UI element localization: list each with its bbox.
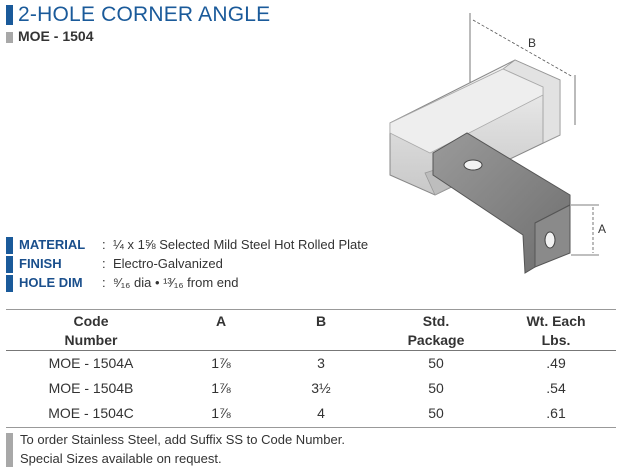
header-package-line1: Std. (422, 313, 450, 329)
note-stainless: To order Stainless Steel, add Suffix SS … (20, 432, 345, 447)
header-package: Std. Package (376, 312, 496, 350)
header-code: Code Number (6, 312, 176, 350)
subtitle-accent-bar (6, 32, 13, 43)
table-top-rule (6, 309, 616, 310)
cell-weight: .54 (546, 380, 566, 396)
spec-accent-bar (6, 275, 13, 292)
product-table: Code Number A B Std. Package Wt. Each Lb… (6, 312, 616, 426)
table-bottom-rule (6, 427, 616, 428)
spec-value: ⁹⁄₁₆ dia • ¹³⁄₁₆ from end (113, 275, 239, 290)
cell-code: MOE - 1504A (48, 355, 134, 371)
header-weight: Wt. Each Lbs. (496, 312, 616, 350)
table-header: Code Number A B Std. Package Wt. Each Lb… (6, 312, 616, 351)
spec-row-hole-dim: HOLE DIM : ⁹⁄₁₆ dia • ¹³⁄₁₆ from end (6, 274, 386, 293)
cell-b: 4 (317, 405, 325, 421)
dim-b-label: B (528, 36, 536, 50)
corner-angle-illustration: B A (389, 13, 606, 274)
note-special-sizes: Special Sizes available on request. (20, 451, 222, 466)
notes-accent-bar (6, 433, 13, 467)
title-accent-bar (6, 5, 13, 25)
cell-code: MOE - 1504B (48, 380, 134, 396)
cell-code: MOE - 1504C (48, 405, 134, 421)
dim-a-label: A (598, 222, 606, 236)
spec-value: Electro-Galvanized (113, 256, 223, 271)
spec-row-finish: FINISH : Electro-Galvanized (6, 255, 386, 274)
spec-colon: : (102, 275, 106, 290)
product-code: MOE - 1504 (18, 28, 94, 44)
header-a: A (215, 313, 227, 329)
cell-package: 50 (428, 380, 444, 396)
header-weight-line1: Wt. Each (526, 313, 586, 329)
page-title: 2-HOLE CORNER ANGLE (18, 3, 271, 26)
table-row: MOE - 1504A 1⅞ 3 50 .49 (6, 351, 616, 376)
header-package-line2: Package (407, 332, 465, 348)
spec-colon: : (102, 256, 106, 271)
spec-label: FINISH (19, 256, 62, 271)
header-weight-line2: Lbs. (541, 332, 571, 348)
table-row: MOE - 1504C 1⅞ 4 50 .61 (6, 401, 616, 426)
spec-colon: : (102, 237, 106, 252)
cell-weight: .61 (546, 405, 566, 421)
cell-a: 1⅞ (211, 380, 231, 396)
spec-label: MATERIAL (19, 237, 86, 252)
spec-list: MATERIAL : ¼ x 1⅝ Selected Mild Steel Ho… (6, 236, 386, 293)
cell-a: 1⅞ (211, 405, 231, 421)
spec-accent-bar (6, 256, 13, 273)
table-row: MOE - 1504B 1⅞ 3½ 50 .54 (6, 376, 616, 401)
spec-row-material: MATERIAL : ¼ x 1⅝ Selected Mild Steel Ho… (6, 236, 386, 255)
cell-b: 3 (317, 355, 325, 371)
cell-b: 3½ (311, 380, 331, 396)
header-b: B (315, 313, 327, 329)
cell-weight: .49 (546, 355, 566, 371)
cell-package: 50 (428, 405, 444, 421)
spec-value: ¼ x 1⅝ Selected Mild Steel Hot Rolled Pl… (113, 237, 369, 252)
spec-accent-bar (6, 237, 13, 254)
spec-label: HOLE DIM (19, 275, 83, 290)
cell-package: 50 (428, 355, 444, 371)
header-code-line2: Number (64, 332, 118, 348)
cell-a: 1⅞ (211, 355, 231, 371)
header-code-line1: Code (73, 313, 109, 329)
